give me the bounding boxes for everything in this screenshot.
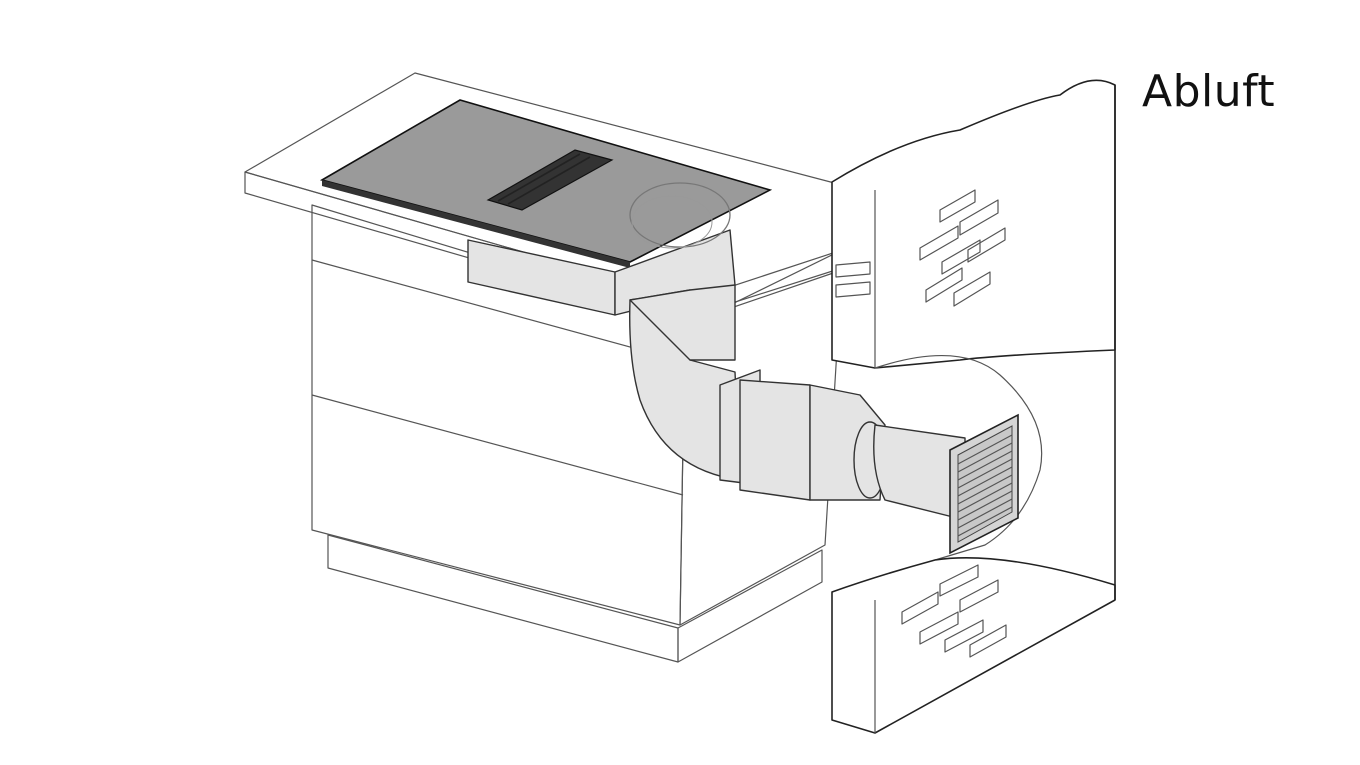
fan-unit — [467, 182, 736, 316]
cooktop-edge — [322, 180, 630, 268]
fan-ring — [629, 182, 731, 248]
exterior-wall — [831, 79, 1116, 734]
wall-lower — [831, 556, 1116, 734]
diagram-label-exhaust-air: Abluft — [1142, 66, 1276, 117]
exhaust-duct — [629, 284, 966, 521]
wall-grille — [949, 413, 1019, 555]
cabinet-plinth — [327, 534, 679, 663]
wall-upper — [831, 79, 1116, 369]
brick-pattern — [835, 189, 1007, 658]
round-duct — [873, 424, 966, 521]
drawer-divider — [311, 394, 684, 496]
plinth-side — [677, 549, 823, 663]
duct-riser — [629, 284, 736, 361]
cabinet-side — [679, 267, 843, 626]
cooktop — [319, 99, 773, 268]
drawer-divider — [311, 259, 686, 363]
flat-duct — [739, 379, 811, 501]
